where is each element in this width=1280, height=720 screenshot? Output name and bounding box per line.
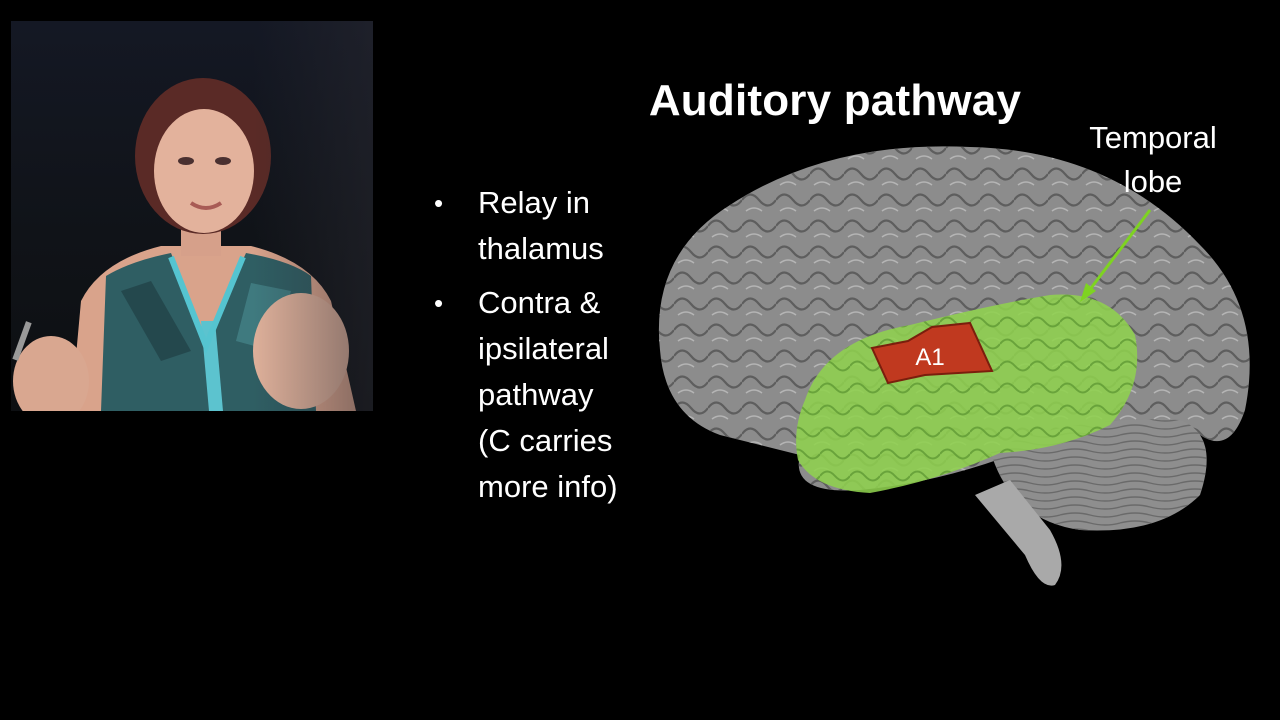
temporal-label-line: Temporal bbox=[1089, 120, 1217, 155]
bullet-line: thalamus bbox=[478, 231, 604, 266]
bullet-item: • Contra & ipsilateral pathway (C carrie… bbox=[430, 280, 660, 510]
video-background bbox=[253, 21, 373, 411]
bullet-line: more info) bbox=[478, 469, 618, 504]
bullet-line: ipsilateral bbox=[478, 331, 609, 366]
bullet-item: • Relay in thalamus bbox=[430, 180, 660, 272]
brain-diagram: A1 bbox=[658, 146, 1250, 586]
bullet-line: Relay in bbox=[478, 185, 590, 220]
a1-region bbox=[870, 321, 994, 385]
bullet-line: (C carries bbox=[478, 423, 613, 458]
arrow-icon bbox=[1086, 209, 1152, 293]
bullet-line: pathway bbox=[478, 377, 594, 412]
a1-label: A1 bbox=[915, 344, 944, 371]
temporal-label-line: lobe bbox=[1123, 164, 1183, 199]
bullet-dot-icon: • bbox=[434, 188, 444, 218]
bullet-dot-icon: • bbox=[434, 288, 444, 318]
temporal-lobe-label: Temporal lobe bbox=[1068, 116, 1238, 204]
bullet-list: • Relay in thalamus • Contra & ipsilater… bbox=[430, 180, 660, 518]
presenter-video bbox=[11, 21, 373, 411]
slide-title: Auditory pathway bbox=[648, 76, 1022, 125]
brainstem bbox=[975, 480, 1062, 586]
bullet-line: Contra & bbox=[478, 285, 601, 320]
